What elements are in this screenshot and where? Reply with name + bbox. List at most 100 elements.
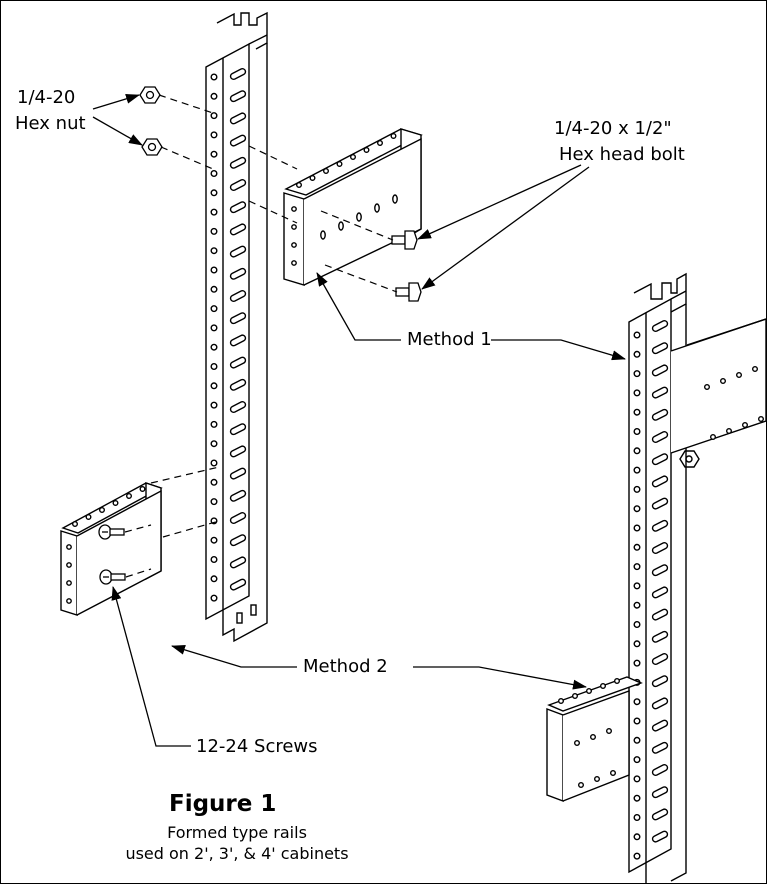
label-hex-bolt: Hex head bolt: [559, 144, 685, 165]
rail-slot: [229, 156, 247, 169]
rail-hole: [210, 169, 218, 177]
rail-slot: [229, 401, 247, 413]
rail-slot: [651, 741, 669, 754]
bracket-hole: [66, 562, 72, 568]
rail-hole: [210, 459, 218, 467]
bracket-hole: [85, 514, 92, 521]
rail-hole: [633, 485, 641, 493]
hex-nut-bore: [147, 142, 157, 152]
rail-hole: [633, 717, 641, 725]
rail-hole: [210, 382, 218, 390]
bracket-hole: [578, 782, 585, 789]
rail-hole: [633, 447, 641, 455]
bracket-hole: [296, 181, 303, 188]
bracket-hole: [558, 698, 565, 705]
leader-hex-bolt: [417, 164, 582, 240]
rail-bottom-slot: [236, 612, 243, 624]
rail-slot: [651, 653, 669, 665]
bracket-hole: [586, 688, 593, 695]
rail-hole: [633, 466, 641, 474]
rail-hole: [210, 285, 218, 293]
bracket-hole: [66, 544, 72, 550]
bracket-hole: [112, 500, 119, 507]
rail-slot: [229, 556, 247, 569]
hex-nut-bore: [145, 90, 155, 100]
bracket-hole: [336, 160, 343, 167]
leader-lines: [92, 94, 626, 747]
rail-hole: [633, 698, 641, 706]
rail-hole: [633, 563, 641, 571]
rail-hole: [633, 601, 641, 609]
bracket-hole: [323, 167, 330, 174]
alignment-line: [248, 200, 298, 224]
alignment-lines: [124, 94, 398, 578]
rail-slot: [229, 223, 247, 236]
bracket-hole: [594, 776, 601, 783]
alignment-line: [160, 146, 214, 170]
rail-hole: [633, 621, 641, 629]
rail-hole: [210, 478, 218, 486]
alignment-line: [248, 145, 298, 170]
rail-slot: [651, 519, 669, 532]
bracket-hole: [377, 139, 384, 146]
rail-hole: [210, 575, 218, 583]
leader-hex-nut: [92, 94, 140, 110]
rail-hole: [633, 428, 641, 436]
bracket-web: [670, 318, 766, 454]
rail-hole: [633, 794, 641, 802]
bolt-shank: [395, 287, 410, 297]
rail-hole: [633, 408, 641, 416]
bracket-hole: [125, 493, 132, 500]
rail-slot: [651, 697, 669, 710]
rail-bottom-tab: [645, 849, 687, 883]
figure-caption-line-2: used on 2', 3', & 4' cabinets: [125, 844, 349, 863]
bracket-hole: [726, 428, 733, 435]
rail-hole: [633, 833, 641, 841]
rail-hole: [210, 498, 218, 506]
bracket-hole: [350, 153, 357, 160]
bracket-hole: [752, 366, 759, 373]
label-method-2: Method 2: [303, 656, 388, 677]
bolt-shank: [391, 235, 406, 245]
rail-slot: [651, 475, 669, 488]
alignment-line: [158, 94, 214, 114]
label-method-1: Method 1: [407, 329, 492, 350]
bracket-web: [303, 137, 422, 286]
rail-slot: [651, 830, 669, 843]
rail-bottom-tab: [222, 596, 268, 643]
rail-hole: [210, 343, 218, 351]
hardware: [98, 86, 422, 585]
rail-hole: [210, 363, 218, 371]
bracket-hole: [291, 206, 297, 212]
bracket-hole: [98, 507, 105, 514]
rail-slot: [229, 201, 247, 214]
rail-hole: [210, 517, 218, 525]
right-rail: [628, 272, 700, 883]
rail-slot: [651, 719, 669, 732]
hex-nut-bore: [685, 455, 693, 463]
rail-slot: [651, 542, 669, 554]
rail-slot: [229, 267, 247, 280]
rail-hole: [210, 401, 218, 409]
bracket-hole: [356, 212, 362, 222]
hex-nut-icon: [679, 450, 700, 468]
bracket-hole: [600, 683, 607, 690]
rail-slot: [651, 320, 669, 332]
bracket-hole: [392, 194, 398, 204]
rail-slot: [229, 179, 247, 191]
bracket-hole: [309, 174, 316, 181]
bracket-hole: [606, 728, 613, 735]
alignment-line: [125, 568, 152, 578]
rail-slot: [651, 564, 669, 577]
rail-slot: [229, 578, 247, 591]
rail-slot: [651, 786, 669, 799]
rail-hole: [633, 736, 641, 744]
rail-hole: [210, 324, 218, 332]
rail-hole: [210, 73, 218, 81]
rail-hole: [210, 305, 218, 313]
rail-hole: [633, 756, 641, 764]
rail-slot: [651, 630, 669, 643]
alignment-line: [320, 210, 394, 241]
bracket-hole: [720, 378, 727, 385]
